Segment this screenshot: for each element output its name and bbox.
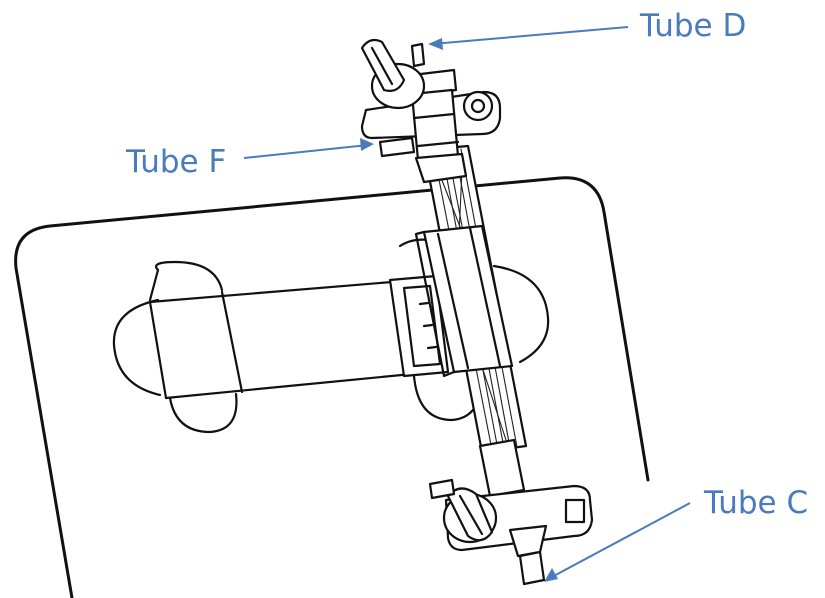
label-tube-d: Tube D <box>639 8 746 44</box>
tube-c-arrowhead <box>544 568 558 582</box>
tube-f-leader <box>243 144 369 159</box>
tube-c-outlet <box>518 550 546 586</box>
tube-d-leader <box>431 26 629 45</box>
mounting-strap <box>112 238 550 434</box>
label-tube-c: Tube C <box>703 485 808 521</box>
bundle-bracket <box>414 224 514 378</box>
label-tube-f: Tube F <box>125 144 226 180</box>
callout-lines <box>243 26 691 582</box>
tube-d-arrowhead <box>428 38 443 50</box>
tube-d-stub <box>410 42 426 68</box>
tube-f-arrowhead <box>360 138 374 151</box>
tube-c-leader <box>549 502 691 579</box>
bottom-connector <box>428 438 594 586</box>
top-connector <box>360 38 502 184</box>
tube-f-stub <box>378 136 416 158</box>
mounting-plate <box>14 176 650 598</box>
